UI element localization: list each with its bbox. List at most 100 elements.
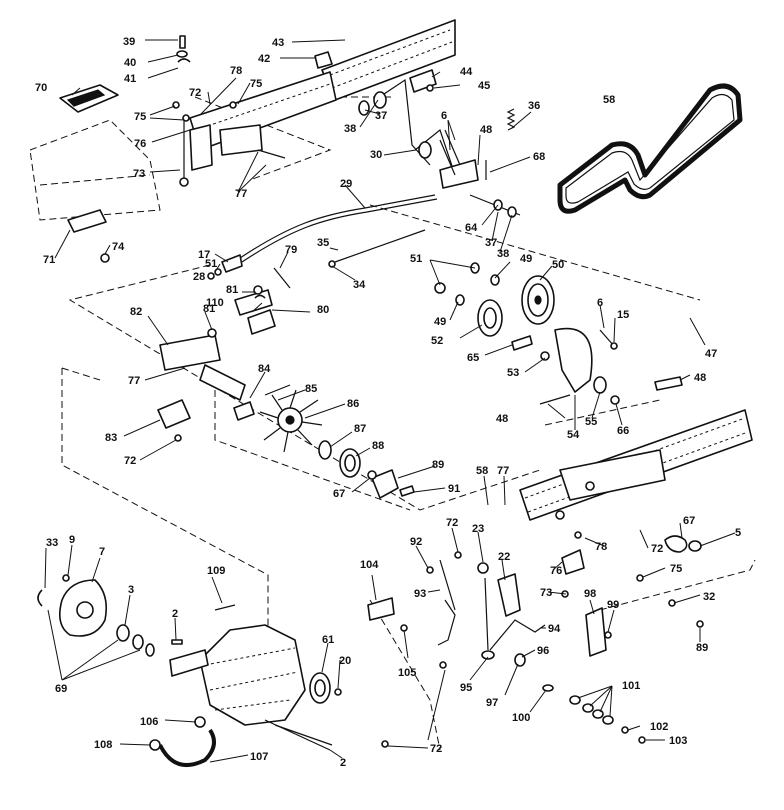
callout-label: 49 [434, 316, 446, 328]
callout-label: 84 [258, 363, 271, 375]
callout-label: 89 [432, 459, 444, 471]
callout-label: 72 [124, 455, 136, 467]
callout-label: 7 [99, 546, 105, 558]
callout-label: 69 [55, 683, 67, 695]
callout-label: 103 [669, 735, 687, 747]
callout-label: 78 [595, 541, 607, 553]
callout-label: 41 [124, 73, 136, 85]
callout-label: 97 [486, 697, 498, 709]
clutch-linkage [157, 285, 291, 442]
callout-label: 33 [46, 537, 58, 549]
callout-label: 54 [567, 429, 580, 441]
callout-label: 99 [607, 599, 619, 611]
callout-label: 98 [584, 588, 596, 600]
callout-label: 68 [533, 151, 545, 163]
callout-label: 67 [333, 488, 345, 500]
callout-label: 32 [703, 591, 715, 603]
callout-label: 43 [272, 37, 284, 49]
callout-label: 93 [414, 588, 426, 600]
callout-label: 6 [441, 110, 447, 122]
callout-label: 35 [317, 237, 329, 249]
callout-label: 110 [206, 297, 224, 309]
callout-label: 79 [285, 244, 297, 256]
callout-label: 44 [460, 66, 473, 78]
callout-label: 65 [467, 352, 479, 364]
callout-label: 71 [43, 254, 55, 266]
control-bracket [172, 35, 286, 187]
callout-label: 73 [540, 587, 552, 599]
callout-label: 39 [123, 36, 135, 48]
callout-label: 100 [512, 712, 530, 724]
brake-linkage [367, 549, 704, 748]
callout-label: 66 [617, 425, 629, 437]
callout-label: 94 [548, 623, 561, 635]
callout-label: 48 [496, 413, 508, 425]
callout-label: 37 [485, 237, 497, 249]
cooling-fan [259, 389, 323, 453]
callout-label: 40 [124, 57, 136, 69]
callout-label: 52 [431, 335, 443, 347]
callout-label: 22 [498, 551, 510, 563]
callout-label: 42 [258, 53, 270, 65]
callout-label: 89 [696, 642, 708, 654]
callout-label: 91 [448, 483, 460, 495]
callout-label: 106 [140, 716, 158, 728]
callout-label: 38 [344, 123, 356, 135]
callout-label: 72 [430, 743, 442, 755]
callout-label: 85 [305, 383, 317, 395]
callout-labels: 39 40 41 43 42 44 45 70 72 78 75 75 76 7… [35, 36, 741, 769]
callout-label: 5 [735, 527, 741, 539]
callout-label: 73 [133, 168, 145, 180]
callout-label: 58 [603, 94, 615, 106]
callout-label: 104 [360, 559, 379, 571]
callout-label: 86 [347, 398, 359, 410]
callout-label: 34 [353, 279, 366, 291]
washer-stack [542, 684, 646, 744]
callout-label: 70 [35, 82, 47, 94]
callout-label: 17 [198, 249, 210, 261]
callout-label: 72 [651, 543, 663, 555]
callout-label: 96 [537, 645, 549, 657]
callout-label: 75 [250, 78, 262, 90]
callout-label: 80 [317, 304, 329, 316]
callout-label: 81 [203, 303, 215, 315]
main-frame-right [519, 409, 753, 553]
callout-label: 2 [172, 608, 178, 620]
callout-label: 2 [340, 757, 346, 769]
callout-label: 77 [235, 188, 247, 200]
callout-label: 9 [69, 534, 75, 546]
callout-label: 87 [354, 423, 366, 435]
callout-label: 76 [134, 138, 146, 150]
dash-panel [29, 84, 161, 263]
callout-label: 108 [94, 739, 112, 751]
callout-label: 50 [552, 259, 564, 271]
callout-label: 36 [528, 100, 540, 112]
callout-label: 107 [250, 751, 268, 763]
callout-label: 64 [465, 222, 478, 234]
callout-label: 95 [460, 682, 472, 694]
callout-label: 78 [230, 65, 242, 77]
callout-label: 15 [617, 309, 629, 321]
callout-label: 28 [193, 271, 205, 283]
transaxle [169, 624, 342, 751]
callout-label: 72 [446, 517, 458, 529]
callout-label: 75 [670, 563, 682, 575]
drive-belt [557, 83, 743, 214]
callout-label: 102 [650, 721, 668, 733]
callout-label: 47 [705, 348, 717, 360]
hydraulic-hose [149, 716, 216, 767]
callout-label: 72 [189, 87, 201, 99]
callout-label: 3 [128, 584, 134, 596]
pulley-assembly [434, 262, 683, 405]
callout-label: 20 [339, 655, 351, 667]
callout-label: 53 [507, 367, 519, 379]
leader-lines [44, 39, 736, 763]
callout-label: 83 [105, 432, 117, 444]
callout-label: 6 [597, 297, 603, 309]
callout-label: 55 [585, 416, 597, 428]
callout-label: 51 [410, 253, 422, 265]
control-cables [207, 194, 438, 289]
callout-label: 45 [478, 80, 490, 92]
callout-label: 49 [520, 253, 532, 265]
